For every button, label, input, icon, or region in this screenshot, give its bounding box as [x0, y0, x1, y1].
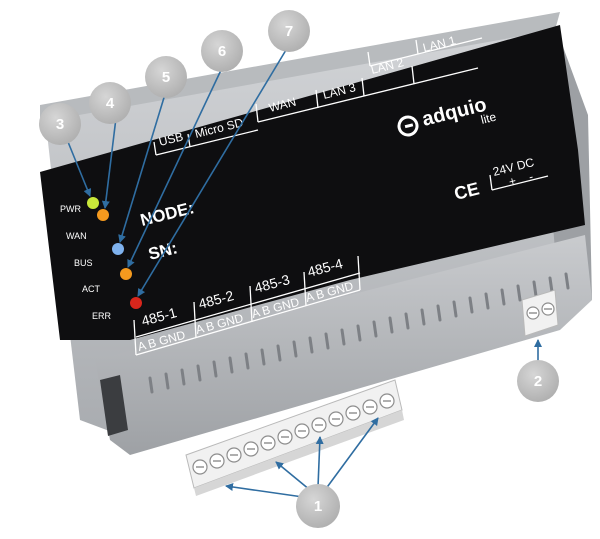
callout-2: 2 [517, 360, 559, 402]
led-label-pwr: PWR [60, 204, 81, 214]
power-minus: - [527, 169, 534, 184]
svg-text:7: 7 [285, 23, 293, 40]
brand-model: lite [479, 110, 498, 127]
led-pwr [87, 197, 99, 209]
callout-4: 4 [89, 82, 131, 124]
led-labels: PWR WAN BUS ACT ERR [60, 204, 112, 321]
led-bus [112, 243, 124, 255]
svg-text:5: 5 [162, 69, 170, 86]
leds [87, 197, 142, 309]
led-err [130, 297, 142, 309]
led-act [120, 268, 132, 280]
terminal-block [185, 379, 404, 496]
svg-text:4: 4 [106, 95, 115, 112]
front-panel [40, 25, 585, 356]
led-label-act: ACT [82, 284, 101, 294]
callout-5: 5 [145, 56, 187, 98]
port-label-wan: WAN [267, 95, 297, 115]
power-plus: + [507, 174, 517, 189]
svg-text:6: 6 [218, 43, 226, 60]
led-wan [97, 209, 109, 221]
led-label-bus: BUS [74, 258, 93, 268]
callout-3: 3 [39, 103, 81, 145]
svg-text:3: 3 [56, 116, 64, 133]
led-label-wan: WAN [66, 231, 87, 241]
callout-6: 6 [201, 30, 243, 72]
callout-7: 7 [268, 10, 310, 52]
adquio-logo-icon [397, 115, 419, 137]
callout-1: 1 [296, 484, 340, 528]
led-label-err: ERR [92, 311, 112, 321]
vent-slots [148, 272, 570, 394]
svg-text:1: 1 [314, 498, 322, 515]
port-label-usb: USB [157, 129, 184, 149]
callout-arrows [65, 49, 542, 498]
power-terminal [521, 289, 559, 337]
svg-text:2: 2 [534, 373, 542, 390]
